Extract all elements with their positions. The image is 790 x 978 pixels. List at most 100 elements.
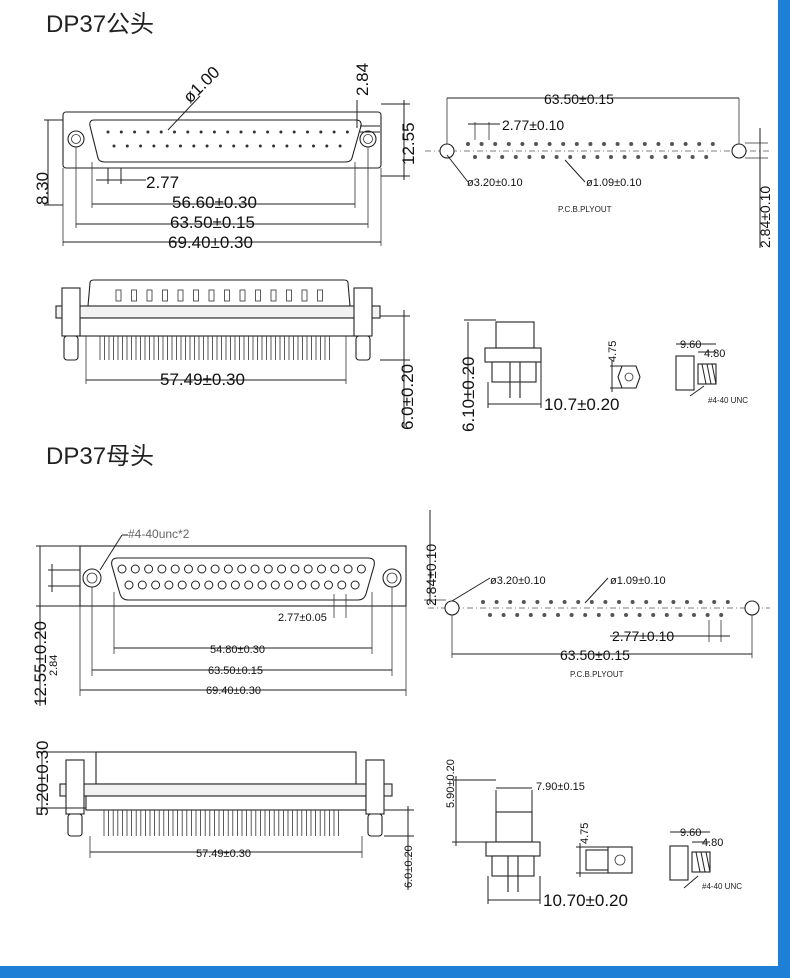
male-profile-view: 6.10±0.20 10.7±0.20 bbox=[459, 319, 620, 432]
male-mount-hole-left bbox=[67, 130, 85, 148]
pin-mark bbox=[534, 142, 538, 146]
slot-mark bbox=[131, 289, 137, 302]
pin-mark bbox=[338, 144, 342, 148]
pin-mark bbox=[186, 130, 190, 134]
pin-mark bbox=[535, 600, 540, 604]
svg-text:4.80: 4.80 bbox=[702, 837, 723, 849]
male-front-pins bbox=[106, 130, 349, 148]
male-front-view: ø1.00 2.84 12.55 8.30 2.77 56.60±0.30 63… bbox=[33, 63, 418, 252]
female-pcb-pins bbox=[481, 600, 730, 617]
pin-mark bbox=[343, 564, 353, 574]
pin-mark bbox=[527, 155, 532, 159]
pin-mark bbox=[125, 144, 129, 148]
pin-mark bbox=[237, 564, 247, 574]
pin-mark bbox=[481, 600, 485, 604]
female-standoff-left bbox=[65, 759, 85, 815]
female-title: DP37母头 bbox=[46, 443, 154, 470]
pin-mark bbox=[501, 613, 506, 617]
pin-mark bbox=[266, 130, 270, 134]
pin-mark bbox=[319, 130, 323, 134]
pin-mark bbox=[670, 142, 674, 146]
pin-mark bbox=[324, 580, 333, 590]
svg-text:54.80±0.30: 54.80±0.30 bbox=[210, 644, 265, 656]
svg-text:4.75: 4.75 bbox=[607, 341, 619, 362]
pin-mark bbox=[589, 600, 594, 604]
pin-mark bbox=[306, 130, 309, 134]
pin-mark bbox=[232, 144, 236, 148]
svg-text:2.84: 2.84 bbox=[353, 63, 372, 96]
pin-mark bbox=[257, 580, 267, 590]
pin-mark bbox=[270, 580, 280, 590]
pin-mark bbox=[556, 613, 560, 617]
pin-mark bbox=[630, 600, 635, 604]
svg-text:P.C.B.PLYOUT: P.C.B.PLYOUT bbox=[570, 670, 624, 679]
female-profile-view: 5.90±0.20 7.90±0.15 10.70±0.20 bbox=[445, 759, 628, 910]
pin-mark bbox=[657, 600, 662, 604]
pin-mark bbox=[644, 600, 649, 604]
pin-mark bbox=[112, 144, 116, 148]
pin-mark bbox=[473, 155, 477, 159]
svg-text:63.50±0.15: 63.50±0.15 bbox=[170, 213, 255, 232]
pin-mark bbox=[685, 600, 689, 604]
svg-text:2.77±0.10: 2.77±0.10 bbox=[502, 117, 564, 133]
female-shell bbox=[111, 557, 375, 601]
male-side-slots bbox=[115, 289, 323, 302]
pin-mark bbox=[250, 564, 260, 574]
pin-mark bbox=[549, 600, 553, 604]
male-pcb-pins bbox=[466, 142, 715, 159]
pin-mark bbox=[226, 130, 230, 134]
svg-text:ø3.20±0.10: ø3.20±0.10 bbox=[467, 177, 523, 189]
male-standoff-left bbox=[61, 287, 81, 337]
pin-mark bbox=[290, 564, 300, 574]
pin-mark bbox=[576, 600, 581, 604]
pin-mark bbox=[562, 600, 567, 604]
pin-mark bbox=[133, 130, 137, 134]
pin-mark bbox=[165, 144, 169, 148]
svg-text:63.50±0.15: 63.50±0.15 bbox=[208, 665, 263, 677]
pin-mark bbox=[683, 142, 688, 146]
pin-mark bbox=[725, 600, 730, 604]
pin-mark bbox=[624, 613, 628, 617]
pin-mark bbox=[651, 613, 656, 617]
svg-text:#4-40 UNC: #4-40 UNC bbox=[708, 396, 748, 405]
pin-mark bbox=[528, 613, 533, 617]
svg-text:ø1.09±0.10: ø1.09±0.10 bbox=[610, 575, 666, 587]
pin-mark bbox=[622, 155, 627, 159]
pin-mark bbox=[157, 564, 167, 574]
svg-text:6.0±0.20: 6.0±0.20 bbox=[403, 845, 415, 888]
svg-text:10.7±0.20: 10.7±0.20 bbox=[544, 395, 620, 414]
female-standoff-right bbox=[365, 759, 385, 815]
pin-mark bbox=[637, 613, 642, 617]
slot-mark bbox=[224, 289, 230, 302]
pin-mark bbox=[494, 600, 499, 604]
pin-mark bbox=[479, 142, 484, 146]
pin-mark bbox=[554, 155, 559, 159]
svg-text:56.60±0.30: 56.60±0.30 bbox=[172, 193, 257, 212]
svg-text:P.C.B.PLYOUT: P.C.B.PLYOUT bbox=[558, 205, 612, 214]
svg-text:69.40±0.30: 69.40±0.30 bbox=[168, 233, 253, 252]
male-side-shell bbox=[87, 279, 351, 307]
pin-mark bbox=[179, 144, 182, 148]
pin-mark bbox=[705, 613, 710, 617]
female-screw-view: 9.60 4.80 #4-40 UNC bbox=[669, 827, 742, 891]
pin-mark bbox=[574, 142, 579, 146]
pin-mark bbox=[151, 580, 161, 590]
pin-mark bbox=[217, 580, 227, 590]
pin-mark bbox=[486, 155, 491, 159]
pin-mark bbox=[671, 600, 676, 604]
male-pcb-mount-left bbox=[439, 143, 455, 159]
pin-mark bbox=[547, 142, 552, 146]
pin-mark bbox=[704, 155, 709, 159]
pin-mark bbox=[292, 130, 296, 134]
pin-mark bbox=[310, 580, 320, 590]
female-front-view: #4-40unc*2 2.77±0.05 54.80±0.30 63.50±0.… bbox=[31, 527, 407, 706]
pin-mark bbox=[330, 564, 340, 574]
pin-mark bbox=[284, 580, 294, 590]
pin-mark bbox=[561, 142, 566, 146]
pin-mark bbox=[199, 130, 203, 134]
pin-mark bbox=[603, 600, 608, 604]
pin-mark bbox=[239, 130, 243, 134]
pin-mark bbox=[697, 142, 702, 146]
slot-mark bbox=[270, 289, 277, 302]
svg-text:12.55±0.20: 12.55±0.20 bbox=[31, 621, 50, 706]
